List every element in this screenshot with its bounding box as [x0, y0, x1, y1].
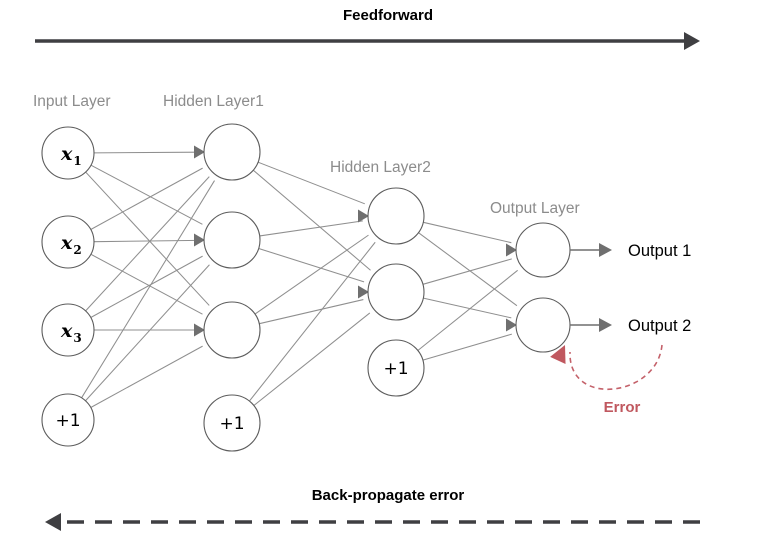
edge-arrowhead-h2-1 [358, 209, 369, 223]
edge-h1-1-to-h2-1 [257, 161, 365, 205]
node-circle-h1-1 [203, 123, 261, 181]
output-arrowhead-1 [599, 243, 612, 257]
node-bias-hidden1: +1 [203, 394, 261, 452]
output-arrows-group: Output 1 Output 2 [570, 242, 691, 335]
error-annotation-group: Error [550, 344, 663, 416]
output-label-2: Output 2 [628, 317, 691, 335]
backprop-arrowhead [45, 513, 61, 531]
edge-bias-input-to-h1-1 [81, 180, 215, 399]
edge-x1-to-h1-1 [93, 151, 199, 154]
node-circle-x2 [41, 215, 95, 269]
node-h2-1 [367, 187, 425, 245]
feedforward-arrowhead [684, 32, 700, 50]
node-circle-o1 [515, 222, 571, 278]
node-circle-h1-3 [203, 301, 261, 359]
node-label-bias-input: +1 [55, 411, 80, 431]
edge-h2-2-to-o1 [422, 258, 512, 285]
node-circle-h1-2 [203, 211, 261, 269]
node-circle-x3 [41, 303, 95, 357]
node-x1: x1 [41, 126, 95, 180]
edge-h2-1-to-o2 [418, 232, 518, 307]
layer-label-hidden2: Hidden Layer2 [330, 159, 431, 176]
edge-arrowhead-h2-2 [358, 285, 369, 299]
edge-bias-hidden1-to-h2-1 [248, 241, 376, 402]
edge-bias-input-to-h1-2 [85, 264, 210, 402]
node-h1-2 [203, 211, 261, 269]
error-label: Error [604, 399, 641, 416]
output-arrowhead-2 [599, 318, 612, 332]
node-h1-1 [203, 123, 261, 181]
node-x3: x3 [41, 303, 95, 357]
edge-bias-hidden2-to-o1 [417, 269, 518, 351]
edge-arrowhead-h1-1 [194, 145, 205, 159]
node-h1-3 [203, 301, 261, 359]
edge-h2-1-to-o1 [423, 221, 512, 244]
layer-label-input: Input Layer [33, 93, 111, 110]
edge-x2-to-h1-1 [90, 167, 203, 230]
layer-label-output: Output Layer [490, 200, 580, 217]
feedforward-title: Feedforward [343, 7, 433, 24]
edge-x3-to-h1-2 [90, 255, 203, 318]
node-circle-h2-1 [367, 187, 425, 245]
node-circle-h2-2 [367, 263, 425, 321]
connection-edges-group [81, 145, 518, 408]
node-bias-input: +1 [41, 393, 95, 447]
node-o2 [515, 297, 571, 353]
edge-h1-1-to-h2-2 [252, 169, 371, 271]
edge-h1-2-to-h2-2 [258, 247, 365, 283]
node-circle-bias-hidden2 [367, 339, 425, 397]
node-x2: x2 [41, 215, 95, 269]
node-h2-2 [367, 263, 425, 321]
edge-arrowhead-o2 [506, 318, 517, 332]
edge-h1-2-to-h2-1 [259, 220, 363, 237]
edge-x3-to-h1-1 [85, 176, 210, 312]
node-circle-bias-input [41, 393, 95, 447]
edge-x1-to-h1-2 [90, 164, 203, 225]
output-label-1: Output 1 [628, 242, 691, 260]
edge-x2-to-h1-2 [93, 239, 199, 243]
edge-h1-3-to-h2-1 [254, 234, 369, 315]
edge-h1-3-to-h2-2 [259, 299, 364, 325]
edge-bias-hidden2-to-o2 [422, 333, 512, 361]
backpropagate-title: Back-propagate error [312, 487, 465, 504]
edge-bias-input-to-h1-3 [90, 345, 203, 408]
edge-bias-hidden1-to-h2-2 [253, 312, 371, 406]
node-o1 [515, 222, 571, 278]
edge-x2-to-h1-3 [90, 253, 203, 315]
error-arrowhead [550, 345, 566, 364]
nodes-group: x1 x2 x3 +1 +1 +1 [41, 123, 571, 452]
node-circle-o2 [515, 297, 571, 353]
node-circle-bias-hidden1 [203, 394, 261, 452]
node-circle-x1 [41, 126, 95, 180]
node-bias-hidden2: +1 [367, 339, 425, 397]
edge-x1-to-h1-3 [85, 171, 210, 306]
node-label-bias-hidden2: +1 [383, 359, 408, 379]
layer-label-hidden1: Hidden Layer1 [163, 93, 264, 110]
edge-arrowhead-h1-3 [194, 323, 205, 337]
edge-arrowhead-o1 [506, 243, 517, 257]
error-arc [569, 344, 663, 391]
edge-arrowhead-h1-2 [194, 233, 205, 247]
flow-arrows-group [35, 32, 700, 531]
node-label-bias-hidden1: +1 [219, 414, 244, 434]
edge-h2-2-to-o2 [423, 297, 512, 319]
